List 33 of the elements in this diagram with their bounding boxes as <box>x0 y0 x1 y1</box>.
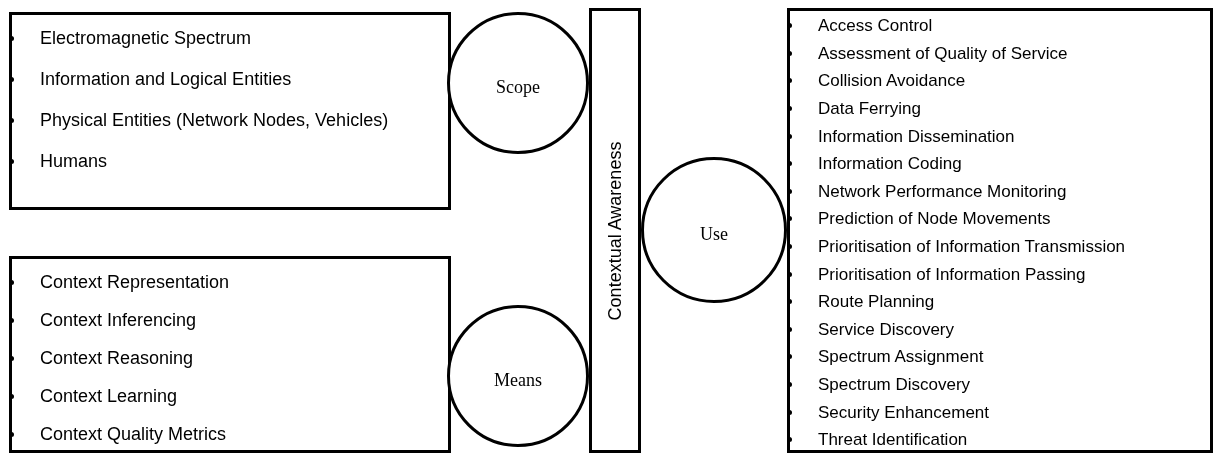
list-item: Security Enhancement <box>818 403 990 421</box>
circle-label: Means <box>494 368 542 392</box>
list-item: Information Coding <box>818 155 962 173</box>
list-box <box>787 8 1213 453</box>
list-item: Network Performance Monitoring <box>818 182 1067 200</box>
list-item: Information Dissemination <box>818 127 1015 145</box>
list-item: Prioritisation of Information Transmission <box>818 238 1126 256</box>
bar-label: Contextual Awareness <box>603 141 626 320</box>
list-item: Context Reasoning <box>40 349 194 367</box>
list-item: Humans <box>40 152 108 170</box>
list-box <box>9 12 451 210</box>
list-item: Collision Avoidance <box>818 72 966 90</box>
list-item: Prioritisation of Information Passing <box>818 265 1086 283</box>
list-item: Data Ferrying <box>818 100 921 118</box>
list-item: Spectrum Assignment <box>818 348 984 366</box>
circle-label: Scope <box>496 75 540 99</box>
list-item: Prediction of Node Movements <box>818 210 1051 228</box>
list-item: Context Learning <box>40 387 178 405</box>
list-item: Assessment of Quality of Service <box>818 44 1068 62</box>
list-item: Threat Identification <box>818 431 968 449</box>
list-item: Context Inferencing <box>40 311 197 329</box>
list-item: Route Planning <box>818 293 935 311</box>
list-item: Context Representation <box>40 273 230 291</box>
list-box <box>9 256 451 453</box>
list-item: Service Discovery <box>818 320 955 338</box>
list-item: Access Control <box>818 17 933 35</box>
list-item: Physical Entities (Network Nodes, Vehicles) <box>40 111 389 129</box>
list-item: Information and Logical Entities <box>40 70 292 88</box>
list-item: Context Quality Metrics <box>40 425 227 443</box>
list-item: Electromagnetic Spectrum <box>40 29 252 47</box>
circle-label: Use <box>700 222 728 246</box>
vertical-bar <box>589 8 641 453</box>
list-item: Spectrum Discovery <box>818 376 971 394</box>
